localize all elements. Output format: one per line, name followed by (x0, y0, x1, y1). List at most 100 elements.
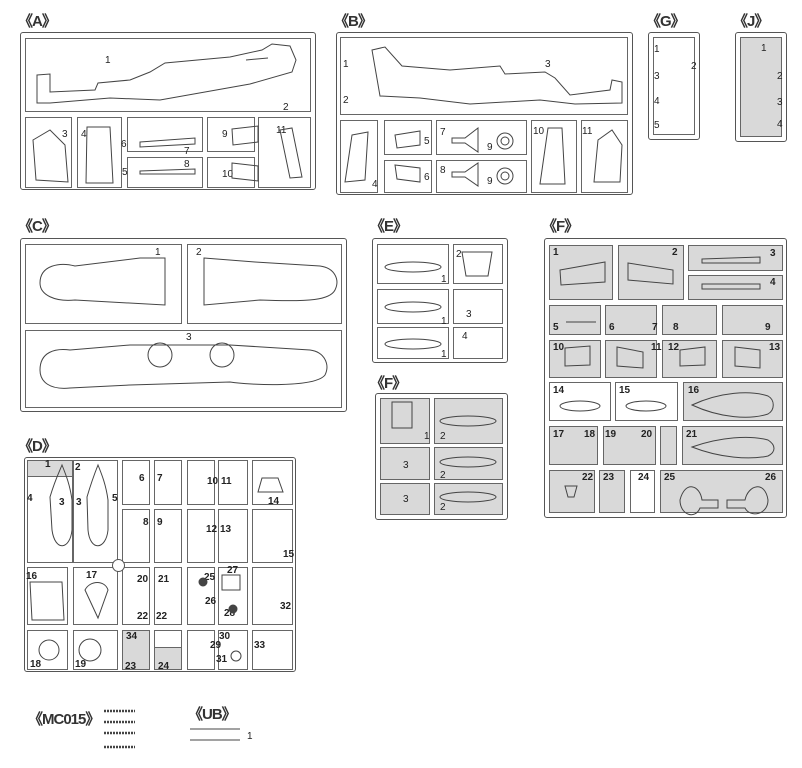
part-number-label: 14 (553, 385, 565, 396)
part-cell (187, 567, 215, 625)
part-cell (653, 37, 695, 135)
part-number-label: 17 (553, 429, 565, 440)
part-cell (377, 244, 449, 284)
part-cell (122, 630, 150, 670)
part-number-label: 1 (155, 247, 161, 258)
part-number-label: 12 (206, 524, 218, 535)
part-number-label: 6 (121, 139, 127, 150)
part-cell (377, 289, 449, 324)
part-cell (605, 305, 657, 335)
part-number-label: 22 (582, 472, 594, 483)
part-number-label: 15 (619, 385, 631, 396)
part-number-label: 2 (456, 249, 462, 260)
part-number-label: 20 (641, 429, 653, 440)
part-number-label: 6 (609, 322, 615, 333)
part-number-label: 3 (62, 129, 68, 140)
part-cell (207, 117, 255, 152)
sprue-title-a: 《A》 (18, 13, 57, 30)
part-cell (662, 305, 717, 335)
part-number-label: 30 (219, 631, 231, 642)
part-cell (436, 160, 527, 193)
part-number-label: 32 (280, 601, 292, 612)
part-number-label: 10 (553, 342, 565, 353)
part-number-label: 4 (372, 179, 378, 190)
part-cell (127, 157, 203, 188)
part-number-label: 4 (777, 119, 783, 130)
part-number-label: 7 (184, 146, 190, 157)
part-number-label: 1 (105, 55, 111, 66)
part-number-label: 9 (157, 517, 163, 528)
part-cell (549, 305, 601, 335)
part-number-label: 3 (186, 332, 192, 343)
part-number-label: 16 (26, 571, 38, 582)
part-cell (187, 244, 342, 324)
part-cell (549, 426, 598, 465)
part-cell (380, 447, 430, 480)
part-number-label: 4 (654, 96, 660, 107)
part-number-label: 26 (205, 596, 217, 607)
part-number-label: 8 (143, 517, 149, 528)
part-number-label: 3 (59, 497, 65, 508)
part-number-label: 3 (545, 59, 551, 70)
part-cell (122, 509, 150, 563)
part-cell (605, 340, 657, 378)
sprue-title-f-small: 《F》 (370, 375, 407, 392)
part-number-label: 10 (533, 126, 545, 137)
part-cell (660, 426, 677, 465)
part-cell (27, 630, 68, 670)
part-number-label: 10 (222, 169, 234, 180)
part-number-label: 2 (440, 502, 446, 513)
part-cell (127, 117, 203, 152)
part-number-label: 22 (137, 611, 149, 622)
part-number-label: 12 (668, 342, 680, 353)
part-cell (740, 37, 782, 137)
part-number-label: 2 (777, 71, 783, 82)
part-cell (187, 509, 215, 563)
part-number-label: 11 (582, 126, 593, 137)
part-number-label: 28 (224, 608, 236, 619)
sprue-title-mc015: 《MC015》 (28, 711, 100, 728)
part-cell (218, 630, 248, 670)
part-number-label: 24 (158, 661, 170, 672)
part-cell (603, 426, 656, 465)
part-number-label: 7 (157, 473, 163, 484)
part-number-label: 16 (688, 385, 700, 396)
part-number-label: 1 (45, 459, 51, 470)
part-number-label: 31 (216, 654, 228, 665)
part-number-label: 9 (222, 129, 228, 140)
part-number-label: 1 (441, 274, 447, 285)
part-number-label: 3 (76, 497, 82, 508)
part-number-label: 2 (672, 247, 678, 258)
part-number-label: 23 (125, 661, 137, 672)
sprue-gate-circle (112, 559, 125, 572)
part-cell (630, 470, 655, 513)
part-number-label: 5 (122, 167, 128, 178)
part-cell (252, 509, 293, 563)
part-cell (252, 630, 293, 670)
part-number-label: 6 (139, 473, 145, 484)
part-number-label: 27 (227, 565, 239, 576)
sprue-title-j: 《J》 (733, 13, 769, 30)
part-number-label: 14 (268, 496, 280, 507)
sprue-title-g: 《G》 (646, 13, 686, 30)
part-cell (453, 289, 503, 324)
part-cell (122, 460, 150, 505)
part-cell (218, 460, 248, 505)
sprue-title-e: 《E》 (370, 218, 408, 235)
part-number-label: 19 (605, 429, 617, 440)
part-number-label: 1 (441, 349, 447, 360)
part-number-label: 2 (196, 247, 202, 258)
part-number-label: 3 (654, 71, 660, 82)
part-number-label: 3 (403, 460, 409, 471)
part-number-label: 8 (184, 159, 190, 170)
sprue-title-f: 《F》 (542, 218, 579, 235)
part-cell (380, 398, 430, 444)
part-number-label: 18 (30, 659, 42, 670)
part-number-label: 7 (440, 127, 446, 138)
part-cell (688, 245, 783, 271)
part-number-label: 5 (654, 120, 660, 131)
part-number-label: 23 (603, 472, 615, 483)
part-cell (218, 509, 248, 563)
part-number-label: 3 (466, 309, 472, 320)
part-number-label: 25 (204, 572, 216, 583)
